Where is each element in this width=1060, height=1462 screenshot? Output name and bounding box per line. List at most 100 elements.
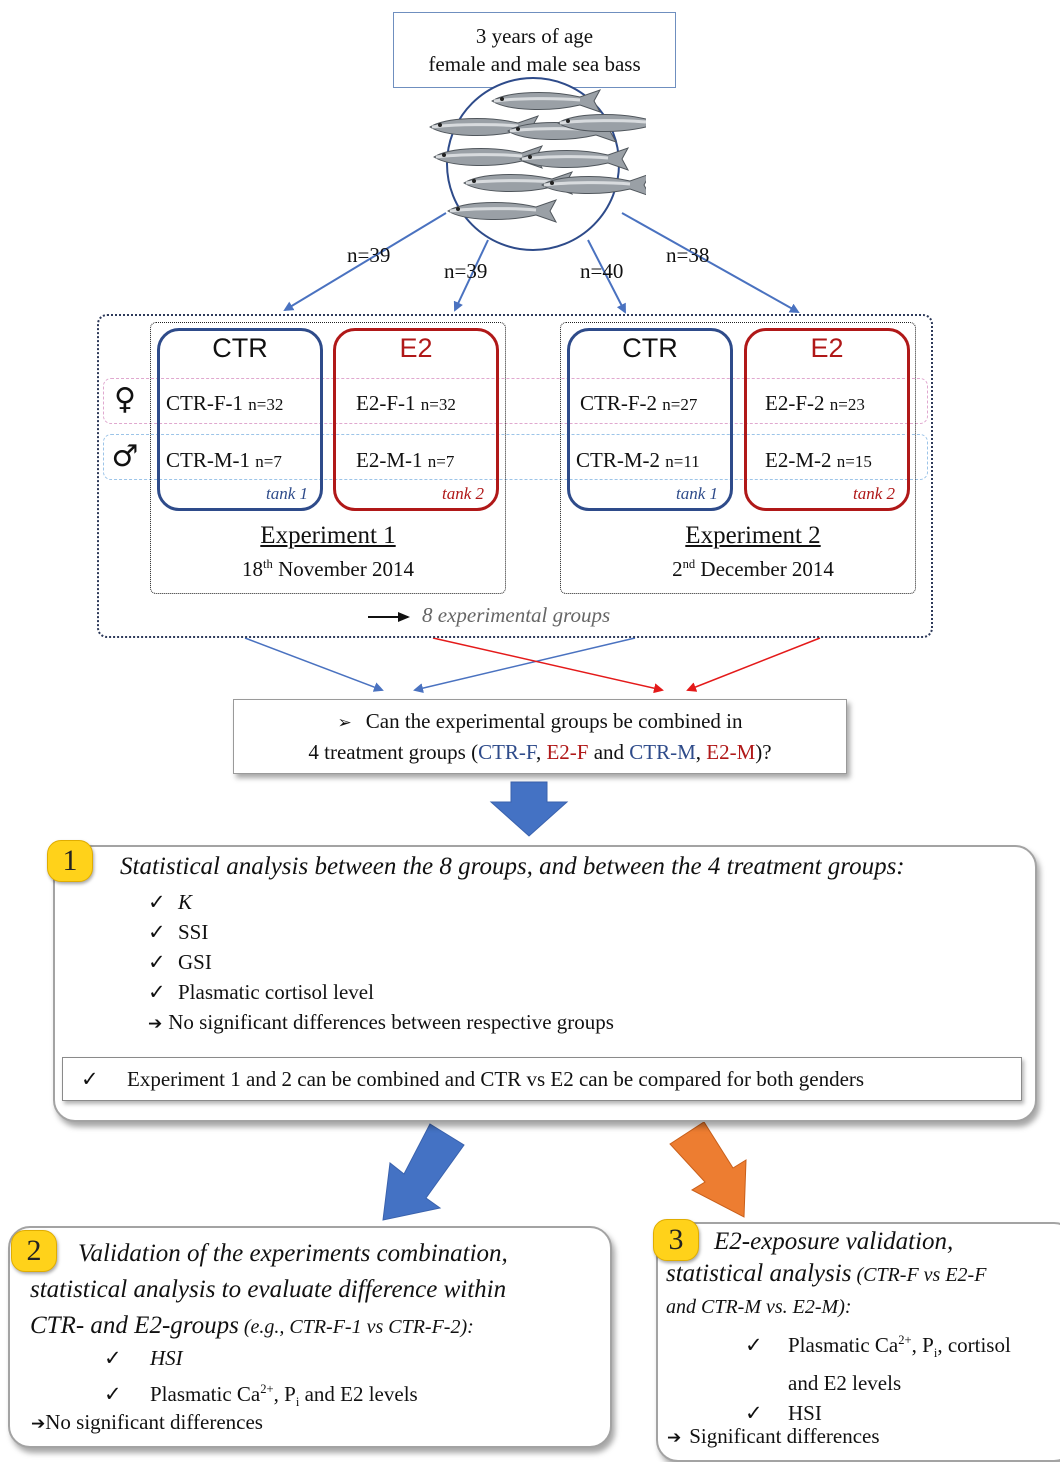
female-group: E2-F-1 n=32: [356, 391, 456, 416]
exp2-e2-group: E2 E2-F-2 n=23 E2-M-2 n=15 tank 2: [744, 328, 910, 511]
tank-label: tank 2: [441, 484, 484, 503]
group-id: CTR-F-1: [166, 391, 244, 415]
population-line1: 3 years of age: [475, 24, 594, 48]
group-id: E2-F-1: [356, 391, 416, 415]
male-row-band: [103, 434, 928, 480]
n-label-1: n=39: [347, 243, 391, 267]
group-label: CTR: [622, 333, 678, 363]
experiments-frame: [97, 314, 933, 638]
arrow-red-2: [686, 637, 821, 692]
n-label-3: n=40: [580, 259, 624, 283]
big-arrow-to-step3: [669, 1121, 747, 1218]
group-n: n=15: [836, 452, 872, 471]
experiment-1-date: 18th November 2014: [242, 557, 414, 581]
group-label: E2: [399, 333, 433, 363]
experiment-2-frame: [560, 322, 916, 594]
experiment-2-date: 2nd December 2014: [672, 557, 834, 581]
list-item: ✓SSI: [148, 917, 614, 947]
arrow-blue-2: [413, 637, 636, 694]
group-id: CTR-M-2: [576, 448, 660, 472]
arrow-icon: ➔: [667, 1428, 682, 1448]
n-label-2: n=39: [444, 259, 488, 283]
group-n: n=32: [420, 395, 456, 414]
check-icon: ✓: [81, 1067, 99, 1091]
female-group: CTR-F-1 n=32: [166, 391, 283, 416]
list-item: ✓HSI: [745, 1398, 1011, 1428]
male-group: CTR-M-2 n=11: [576, 448, 700, 473]
arrow-to-exp1-e2: [453, 239, 489, 312]
groups-note: 8 experimental groups: [422, 603, 611, 627]
group-n: n=11: [665, 452, 700, 471]
list-item: ✓Plasmatic cortisol level: [148, 977, 614, 1007]
group-id: E2-F-2: [765, 391, 825, 415]
step3-result: ➔Significant differences: [667, 1424, 880, 1448]
tank-label: tank 1: [265, 484, 308, 503]
n-label-4: n=38: [666, 243, 710, 267]
exp1-e2-group: E2 E2-F-1 n=32 E2-M-1 n=7 tank 2: [333, 328, 499, 511]
group-n: n=32: [248, 395, 284, 414]
male-symbol-icon: ♂: [111, 439, 139, 474]
female-symbol-icon: ♀: [114, 382, 136, 417]
bullet-icon: ➢: [337, 713, 352, 733]
step2-list: ✓HSI ✓Plasmatic Ca2+, Pi and E2 levels: [104, 1343, 418, 1418]
big-arrow-to-step2: [382, 1123, 465, 1221]
step3-list: ✓Plasmatic Ca2+, Pi, cortisol and E2 lev…: [745, 1325, 1011, 1428]
check-icon: ✓: [148, 890, 166, 914]
population-line2: female and male sea bass: [428, 52, 641, 76]
exp1-ctr-group: CTR CTR-F-1 n=32 CTR-M-1 n=7 tank 1: [157, 328, 323, 511]
population-box: 3 years of age female and male sea bass: [393, 12, 676, 88]
group-id: CTR-F-2: [580, 391, 658, 415]
tank-label: tank 2: [852, 484, 895, 503]
question-line2: 4 treatment groups (CTR-F, E2-F and CTR-…: [308, 740, 772, 764]
list-item: ✓K: [148, 887, 614, 917]
step2-badge: 2: [11, 1230, 57, 1272]
arrow-red-1: [432, 637, 664, 694]
step1-list: ✓K ✓SSI ✓GSI ✓Plasmatic cortisol level ➔…: [148, 887, 614, 1039]
check-icon: ✓: [745, 1401, 763, 1426]
group-id: E2-M-1: [356, 448, 423, 472]
list-item: ➔No significant differences between resp…: [148, 1010, 614, 1034]
list-item: and E2 levels: [788, 1371, 902, 1396]
male-group: E2-M-2 n=15: [765, 448, 872, 473]
female-group: CTR-F-2 n=27: [580, 391, 697, 416]
group-n: n=23: [829, 395, 865, 414]
group-n: n=7: [255, 452, 282, 471]
question-box: ➢Can the experimental groups be combined…: [233, 699, 847, 774]
group-n: n=7: [427, 452, 455, 471]
tank-label: tank 1: [675, 484, 718, 503]
group-label: CTR: [212, 333, 268, 363]
fish-circle: [428, 77, 646, 251]
group-label: E2: [810, 333, 844, 363]
arrow-to-exp2-e2: [621, 212, 800, 313]
question-line1: ➢Can the experimental groups be combined…: [337, 709, 743, 733]
arrow-icon: ➔: [148, 1014, 163, 1034]
step3-heading: E2-exposure validation, statistical anal…: [666, 1228, 987, 1318]
big-down-arrow: [489, 781, 569, 837]
group-id: E2-M-2: [765, 448, 832, 472]
step1-heading: Statistical analysis between the 8 group…: [120, 853, 905, 880]
step3-panel: [656, 1222, 1060, 1462]
check-icon: ✓: [148, 920, 166, 944]
list-item: ✓Plasmatic Ca2+, Pi and E2 levels: [104, 1374, 418, 1418]
check-icon: ✓: [148, 980, 166, 1004]
step2-panel: [8, 1226, 612, 1448]
male-group: CTR-M-1 n=7: [166, 448, 282, 473]
arrow-blue-1: [244, 637, 384, 692]
check-icon: ✓: [104, 1346, 122, 1370]
step1-conclusion: ✓Experiment 1 and 2 can be combined and …: [62, 1057, 1022, 1101]
step2-result: ➔No significant differences: [31, 1410, 263, 1434]
list-item: ✓HSI: [104, 1343, 418, 1374]
step2-heading: Validation of the experiments combinatio…: [30, 1240, 508, 1339]
check-icon: ✓: [745, 1333, 763, 1357]
arrow-icon: ➔: [31, 1414, 46, 1434]
arrow-to-exp1-ctr: [283, 212, 447, 312]
check-icon: ✓: [148, 950, 166, 974]
exp2-ctr-group: CTR CTR-F-2 n=27 CTR-M-2 n=11 tank 1: [567, 328, 733, 511]
female-group: E2-F-2 n=23: [765, 391, 865, 416]
experiment-2-title: Experiment 2: [685, 522, 821, 549]
list-item: ✓GSI: [148, 947, 614, 977]
check-icon: ✓: [104, 1382, 122, 1406]
experiment-1-title: Experiment 1: [260, 522, 396, 549]
experiment-1-frame: [150, 322, 506, 594]
